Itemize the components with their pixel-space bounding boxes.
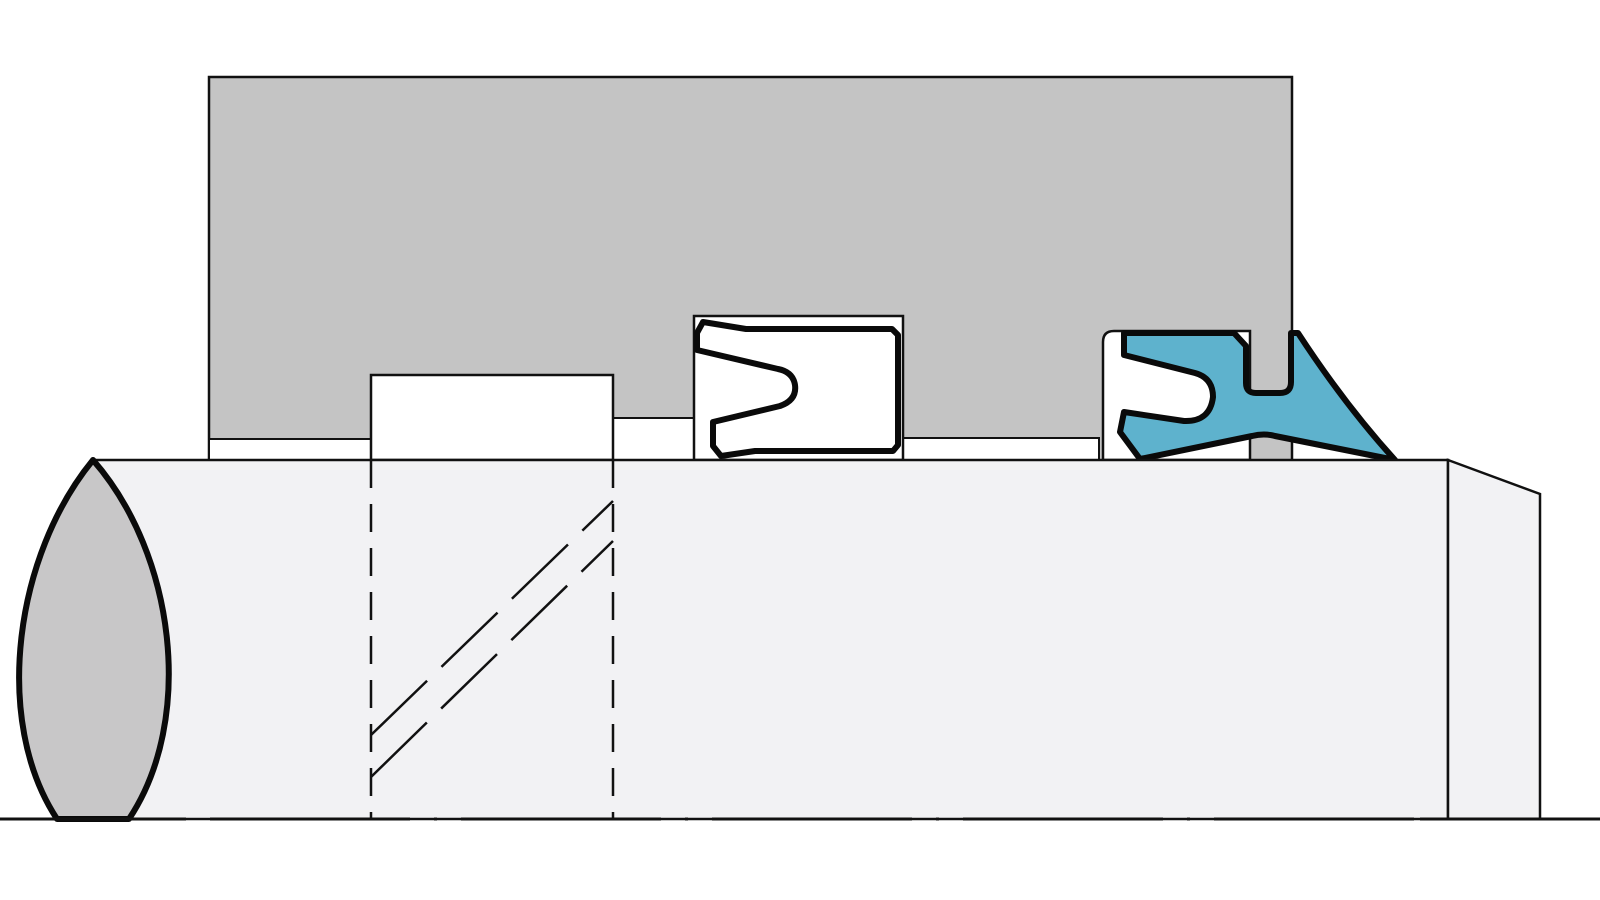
clearance-gap-right	[902, 437, 1100, 461]
u-cup-seal-icon	[694, 319, 901, 459]
guide-ring-groove	[369, 373, 615, 462]
clearance-gap-mid	[612, 417, 695, 461]
housing-outline	[207, 75, 1294, 460]
wiper-seal-icon	[1117, 330, 1398, 463]
split-line-upper	[370, 500, 614, 736]
housing-body	[209, 77, 1292, 460]
housing	[207, 75, 1294, 461]
rod-seal	[692, 314, 905, 462]
piston-rod	[16, 457, 1542, 822]
rod-body	[91, 458, 1450, 821]
wiper	[1101, 329, 1398, 463]
clearance-gap-left	[208, 438, 372, 461]
rod-chamfer	[1446, 458, 1542, 821]
guide-ring	[369, 373, 615, 462]
split-line-lower	[370, 540, 614, 778]
